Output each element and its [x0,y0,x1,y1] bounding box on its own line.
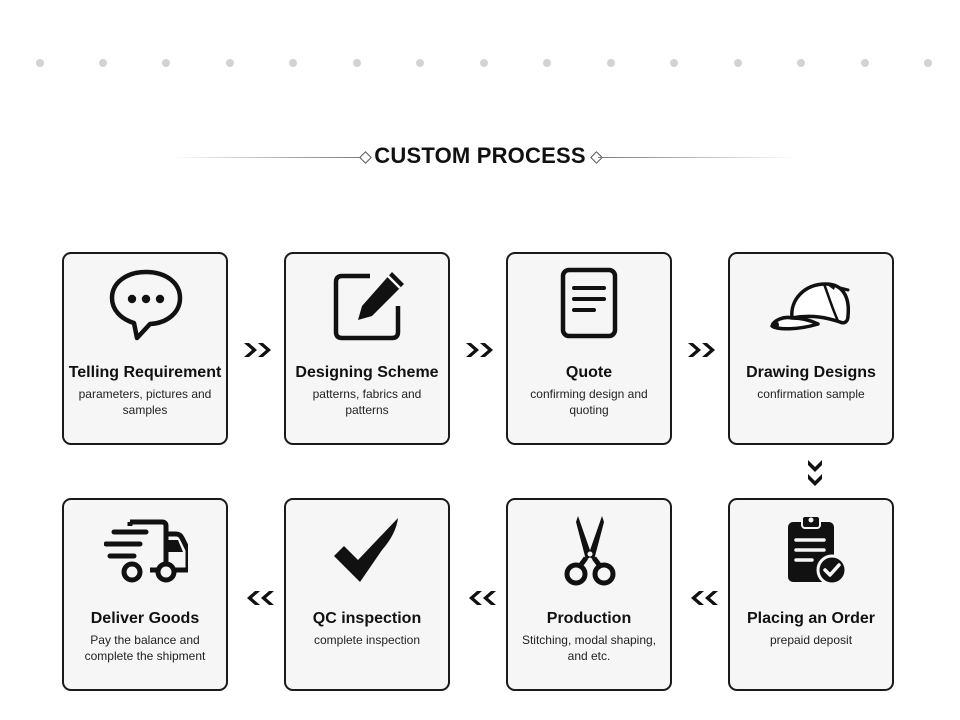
double-chevron-right-icon [464,340,500,360]
step-description: Pay the balance and complete the shipmen… [84,633,206,663]
decorative-dot [416,59,424,67]
step-card-production: Production Stitching, modal shaping, and… [506,498,672,691]
clipboard-check-icon [770,512,854,588]
decorative-dot [353,59,361,67]
decorative-dot [289,59,297,67]
decorative-dot [734,59,742,67]
step-card-telling-requirement: Telling Requirement parameters, pictures… [62,252,228,445]
decorative-dot [543,59,551,67]
decorative-dot-row [0,0,960,120]
double-chevron-left-icon [240,588,276,608]
header-rule-left [170,157,362,158]
step-title: Designing Scheme [295,364,439,381]
step-card-designing-scheme: Designing Scheme patterns, fabrics and p… [284,252,450,445]
step-description: prepaid deposit [769,633,853,647]
step-description: complete inspection [313,633,421,647]
decorative-dot [162,59,170,67]
section-header: CUSTOM PROCESS [0,140,960,176]
scissors-icon [548,512,632,588]
decorative-dot [480,59,488,67]
step-description: Stitching, modal shaping, and etc. [521,633,657,663]
step-title: QC inspection [312,610,422,627]
step-description: confirmation sample [757,387,865,401]
step-card-drawing-designs: Drawing Designs confirmation sample [728,252,894,445]
double-chevron-left-icon [684,588,720,608]
step-description: patterns, fabrics and patterns [312,387,422,417]
decorative-dot [99,59,107,67]
step-title: Production [546,610,632,627]
decorative-dot [670,59,678,67]
double-chevron-right-icon [686,340,722,360]
cap-icon [770,266,854,342]
decorative-dot [924,59,932,67]
step-card-quote: Quote confirming design and quoting [506,252,672,445]
step-card-placing-an-order: Placing an Order prepaid deposit [728,498,894,691]
step-description: confirming design and quoting [530,387,648,417]
delivery-truck-icon [104,512,188,588]
page-title: CUSTOM PROCESS [374,143,586,168]
checkmark-icon [326,512,410,588]
step-description: parameters, pictures and samples [78,387,212,417]
step-card-qc-inspection: QC inspection complete inspection [284,498,450,691]
step-title: Placing an Order [746,610,876,627]
edit-pencil-icon [326,266,410,342]
decorative-dot [226,59,234,67]
decorative-dot [797,59,805,67]
double-chevron-left-icon [462,588,498,608]
step-title: Quote [565,364,613,381]
decorative-dot [861,59,869,67]
step-title: Deliver Goods [90,610,200,627]
decorative-dot [36,59,44,67]
chat-bubble-icon [104,266,188,342]
step-title: Telling Requirement [68,364,222,381]
step-card-deliver-goods: Deliver Goods Pay the balance and comple… [62,498,228,691]
decorative-dot [607,59,615,67]
document-icon [548,266,632,342]
step-title: Drawing Designs [746,364,876,381]
header-rule-right [598,157,798,158]
double-chevron-right-icon [242,340,278,360]
double-chevron-down-icon [805,458,825,492]
